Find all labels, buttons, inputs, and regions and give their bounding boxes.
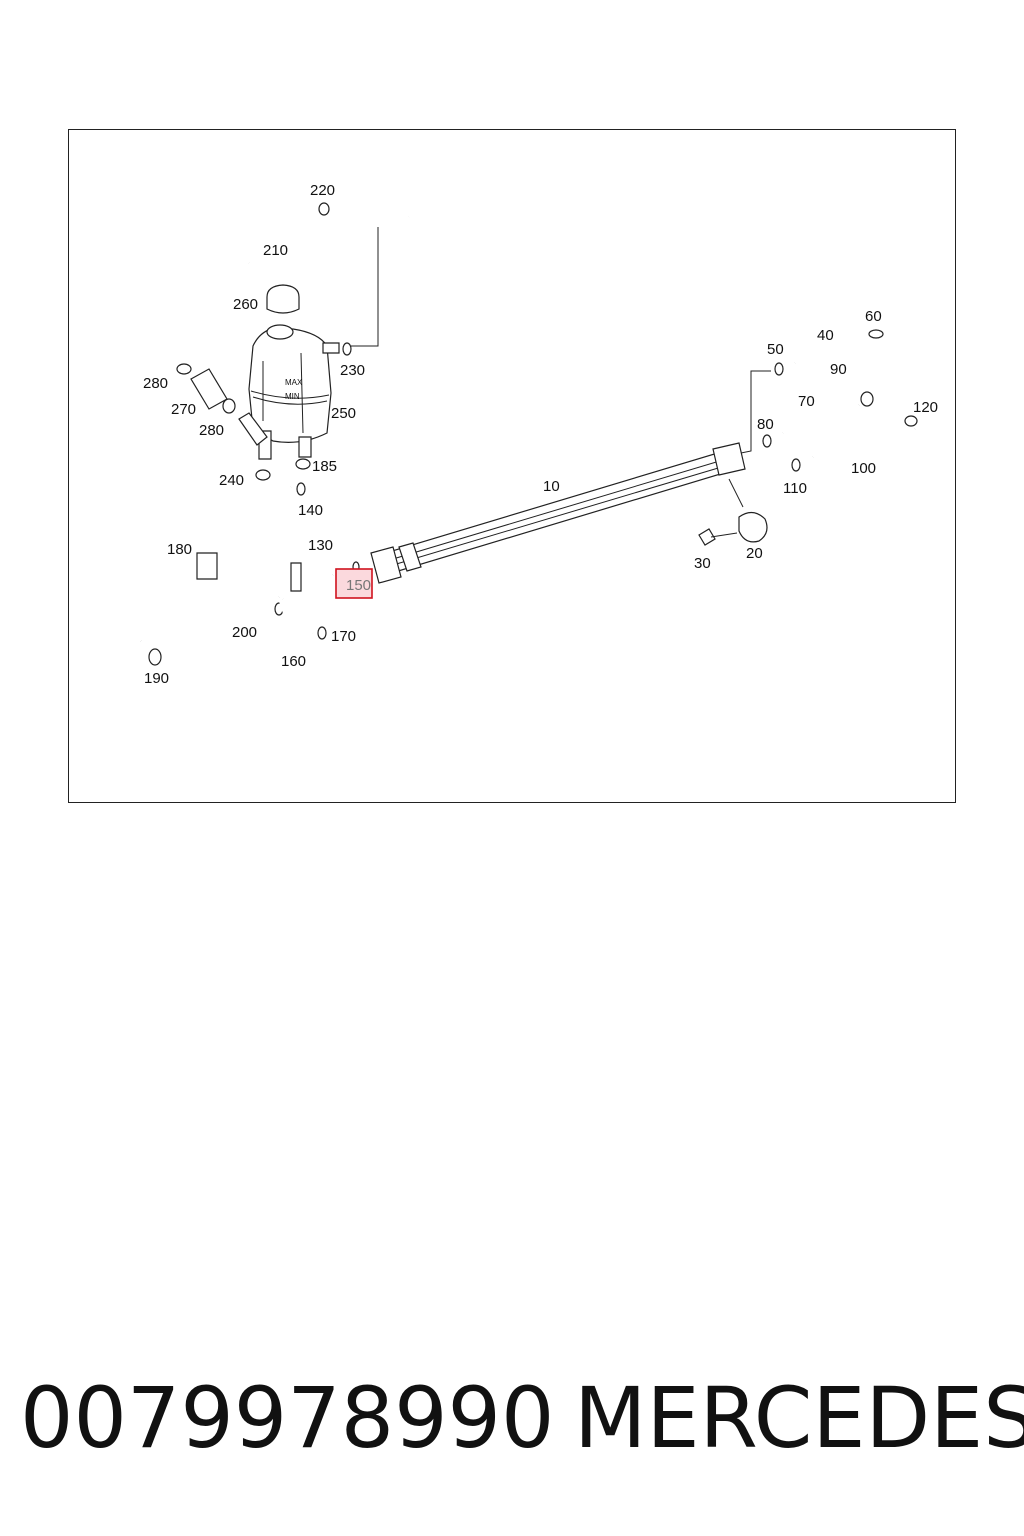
label-190: 190 [144,670,169,687]
label-180: 180 [167,541,192,558]
hose-180-190 [118,533,302,646]
expansion-tank-250: MAX MIN [248,324,340,460]
tank-min-marking: MIN [285,392,300,401]
parts-diagram-frame: MAX MIN [68,129,956,803]
hose-130 [265,482,337,583]
hose-100 [811,425,920,474]
outlet-pipe [238,412,268,446]
label-140: 140 [298,502,323,519]
clamp-190 [148,648,162,666]
clamp-90 [860,391,874,407]
clamp-170 [317,626,327,640]
label-110: 110 [783,480,807,497]
label-280-upper: 280 [143,375,168,392]
label-80: 80 [757,416,774,433]
parts-diagram: MAX MIN [118,182,938,687]
label-20: 20 [746,545,763,562]
clamp-80 [762,434,772,448]
brand-name: MERCEDES [574,1369,1024,1467]
label-260: 260 [233,296,258,313]
clamp-185 [295,458,311,470]
label-280-lower: 280 [199,422,224,439]
part-number: 0079978990 [20,1369,555,1467]
hose-160 [278,597,314,638]
label-60: 60 [865,308,882,325]
label-120: 120 [913,399,938,416]
label-270: 270 [171,401,196,418]
label-200: 200 [232,624,257,641]
clamp-280-lower [222,398,236,414]
label-10: 10 [543,478,560,495]
clamp-280-upper [176,363,192,375]
tank-max-marking: MAX [285,378,303,387]
clamp-230 [342,342,352,356]
label-50: 50 [767,341,784,358]
label-40: 40 [817,327,834,344]
label-130: 130 [308,537,333,554]
label-30: 30 [694,555,711,572]
hose-270 [190,368,228,410]
label-160: 160 [281,653,306,670]
cooler-10 [370,370,771,584]
screw-30 [698,528,738,546]
label-150: 150 [346,577,371,594]
clamp-220 [318,202,330,216]
clamp-50 [774,362,784,376]
clamp-120 [904,415,918,427]
label-250: 250 [331,405,356,422]
highlight-box-150 [335,568,373,599]
label-240: 240 [219,472,244,489]
hose-70 [781,383,863,438]
clamp-140 [296,482,306,496]
label-170: 170 [331,628,356,645]
hose-40 [793,336,891,401]
hose-210 [243,208,410,347]
bracket-20 [738,511,768,543]
label-210: 210 [263,242,288,259]
label-100: 100 [851,460,876,477]
cap-260 [266,284,300,314]
label-220: 220 [310,182,335,199]
clamp-110 [791,458,801,472]
clamp-60 [868,329,884,339]
label-70: 70 [798,393,815,410]
label-90: 90 [830,361,847,378]
label-230: 230 [340,362,365,379]
clamp-240 [255,469,271,481]
label-185: 185 [312,458,337,475]
